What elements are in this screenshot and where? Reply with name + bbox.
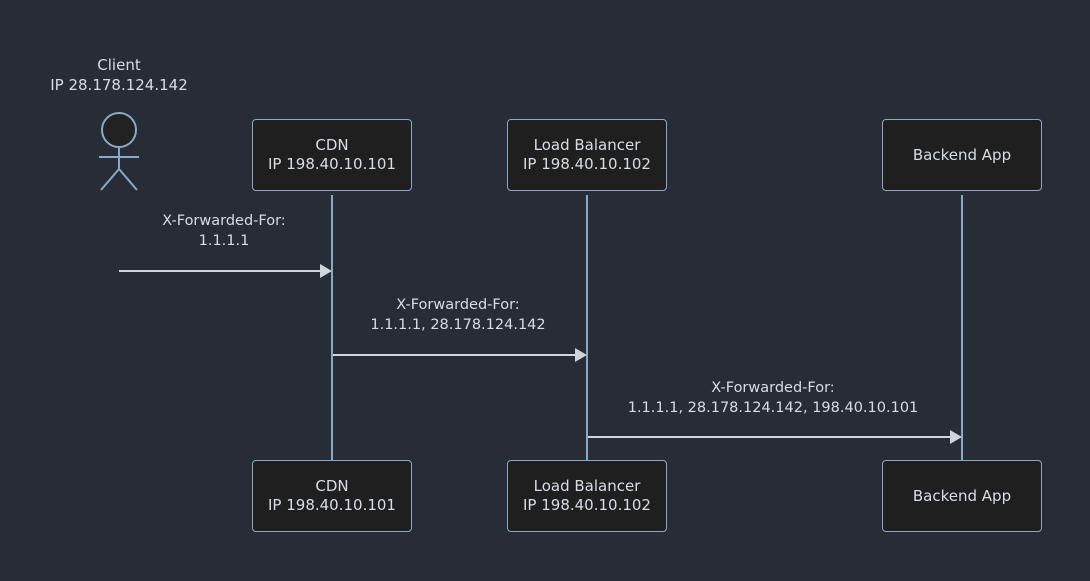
participant-ip: IP 198.40.10.101 [268,496,396,514]
participant-load-balancer-top[interactable]: Load Balancer IP 198.40.10.102 [507,119,667,191]
lifeline-cdn [331,195,333,460]
message-arrowhead-3 [950,430,962,444]
participant-name: Backend App [912,145,1012,164]
actor-label-client: Client IP 28.178.124.142 [50,55,188,95]
participant-backend-app-bottom[interactable]: Backend App [882,460,1042,532]
participant-name: CDN [315,477,349,495]
message-header: X-Forwarded-For: [396,297,520,313]
message-header: X-Forwarded-For: [162,213,286,229]
message-line-3 [588,436,950,438]
actor-name: Client [97,56,141,74]
participant-ip: IP 198.40.10.101 [268,155,396,173]
message-value: 1.1.1.1, 28.178.124.142, 198.40.10.101 [627,400,919,416]
message-line-1 [119,270,320,272]
message-label-2: X-Forwarded-For: 1.1.1.1, 28.178.124.142 [370,295,545,335]
participant-cdn-top[interactable]: CDN IP 198.40.10.101 [252,119,412,191]
participant-name: Load Balancer [533,136,641,154]
lifeline-backend-app [961,195,963,460]
participant-cdn-bottom[interactable]: CDN IP 198.40.10.101 [252,460,412,532]
message-value: 1.1.1.1 [198,233,250,249]
actor-stick-figure-icon [85,112,155,194]
message-label-1: X-Forwarded-For: 1.1.1.1 [162,211,285,251]
participant-ip: IP 198.40.10.102 [523,155,651,173]
participant-name: Load Balancer [533,477,641,495]
participant-backend-app-top[interactable]: Backend App [882,119,1042,191]
message-label-3: X-Forwarded-For: 1.1.1.1, 28.178.124.142… [628,378,919,418]
message-line-2 [333,354,575,356]
participant-load-balancer-bottom[interactable]: Load Balancer IP 198.40.10.102 [507,460,667,532]
message-arrowhead-1 [320,264,332,278]
message-header: X-Forwarded-For: [711,380,835,396]
lifeline-load-balancer [586,195,588,460]
actor-ip: IP 28.178.124.142 [50,76,188,94]
message-arrowhead-2 [575,348,587,362]
message-value: 1.1.1.1, 28.178.124.142 [370,317,546,333]
participant-name: CDN [315,136,349,154]
participant-ip: IP 198.40.10.102 [523,496,651,514]
participant-name: Backend App [912,486,1012,505]
